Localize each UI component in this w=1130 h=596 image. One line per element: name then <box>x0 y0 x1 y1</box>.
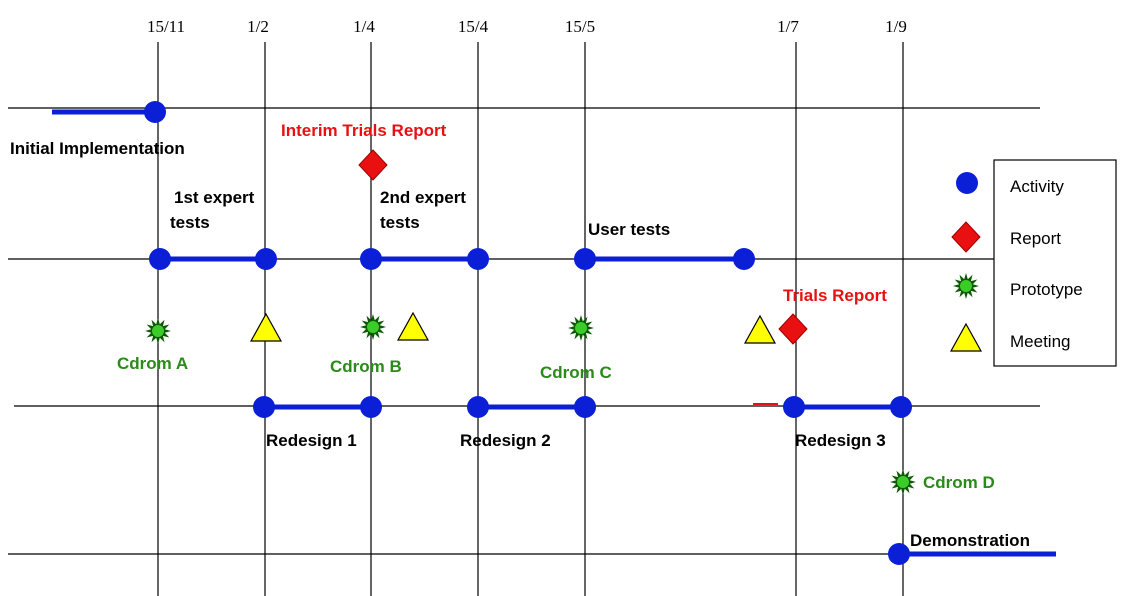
legend: Activity Report Prototype Meeting <box>949 159 1117 367</box>
date-label: 1/4 <box>353 17 375 36</box>
meeting-triangle-icon <box>949 322 983 352</box>
legend-label-report: Report <box>1010 229 1061 248</box>
redesign-1-label: Redesign 1 <box>266 431 357 450</box>
prototype-star-icon <box>953 273 979 299</box>
activity-circle-icon <box>255 248 277 270</box>
prototype-star-icon <box>953 273 979 299</box>
prototype-star-icon <box>360 314 386 340</box>
legend-label-meeting: Meeting <box>1010 332 1070 351</box>
activity-circle-icon <box>360 396 382 418</box>
prototype-points <box>145 314 916 495</box>
cdrom-b-label: Cdrom B <box>330 357 402 376</box>
activity-bars <box>52 109 1056 557</box>
first-expert-tests-label-line1: 1st expert <box>174 188 255 207</box>
legend-label-activity: Activity <box>1010 177 1064 196</box>
date-label: 1/9 <box>885 17 907 36</box>
second-expert-tests-label-line1: 2nd expert <box>380 188 466 207</box>
date-label: 1/2 <box>247 17 269 36</box>
activity-circle-icon <box>888 543 910 565</box>
activity-circle-icon <box>467 248 489 270</box>
initial-implementation-label: Initial Implementation <box>10 139 185 158</box>
report-diamond-icon <box>951 221 981 253</box>
user-tests-label: User tests <box>588 220 670 239</box>
activity-circle-icon <box>467 396 489 418</box>
second-expert-tests-label-line2: tests <box>380 213 420 232</box>
interim-trials-report-label: Interim Trials Report <box>281 121 447 140</box>
report-points <box>358 149 808 345</box>
report-diamond-icon <box>358 149 388 181</box>
activity-circle-icon <box>574 396 596 418</box>
activity-circle-icon <box>733 248 755 270</box>
legend-label-prototype: Prototype <box>1010 280 1083 299</box>
meeting-triangle-icon <box>249 312 283 342</box>
prototype-star-icon <box>145 318 171 344</box>
date-label: 1/7 <box>777 17 799 36</box>
date-labels: 15/11 1/2 1/4 15/4 15/5 1/7 1/9 <box>147 17 907 36</box>
report-diamond-icon <box>778 313 808 345</box>
redesign-3-label: Redesign 3 <box>795 431 886 450</box>
redesign-2-label: Redesign 2 <box>460 431 551 450</box>
cdrom-c-label: Cdrom C <box>540 363 612 382</box>
cdrom-a-label: Cdrom A <box>117 354 188 373</box>
demonstration-label: Demonstration <box>910 531 1030 550</box>
date-label: 15/5 <box>565 17 595 36</box>
diagram-labels: Initial Implementation Interim Trials Re… <box>10 121 1030 550</box>
activity-circle-icon <box>360 248 382 270</box>
activity-circle-icon <box>253 396 275 418</box>
activity-circle-icon <box>149 248 171 270</box>
activity-circle-icon <box>144 101 166 123</box>
trials-report-label: Trials Report <box>783 286 887 305</box>
activity-circle-icon <box>574 248 596 270</box>
date-label: 15/4 <box>458 17 489 36</box>
activity-points <box>144 101 912 565</box>
activity-circle-icon <box>783 396 805 418</box>
legend-box <box>993 159 1117 367</box>
activity-circle-icon <box>890 396 912 418</box>
meeting-triangle-icon <box>396 311 430 341</box>
date-label: 15/11 <box>147 17 185 36</box>
activity-circle-icon <box>956 172 978 194</box>
meeting-points <box>249 311 777 344</box>
cdrom-d-label: Cdrom D <box>923 473 995 492</box>
meeting-triangle-icon <box>743 314 777 344</box>
first-expert-tests-label-line2: tests <box>170 213 210 232</box>
prototype-star-icon <box>568 315 594 341</box>
prototype-star-icon <box>890 469 916 495</box>
